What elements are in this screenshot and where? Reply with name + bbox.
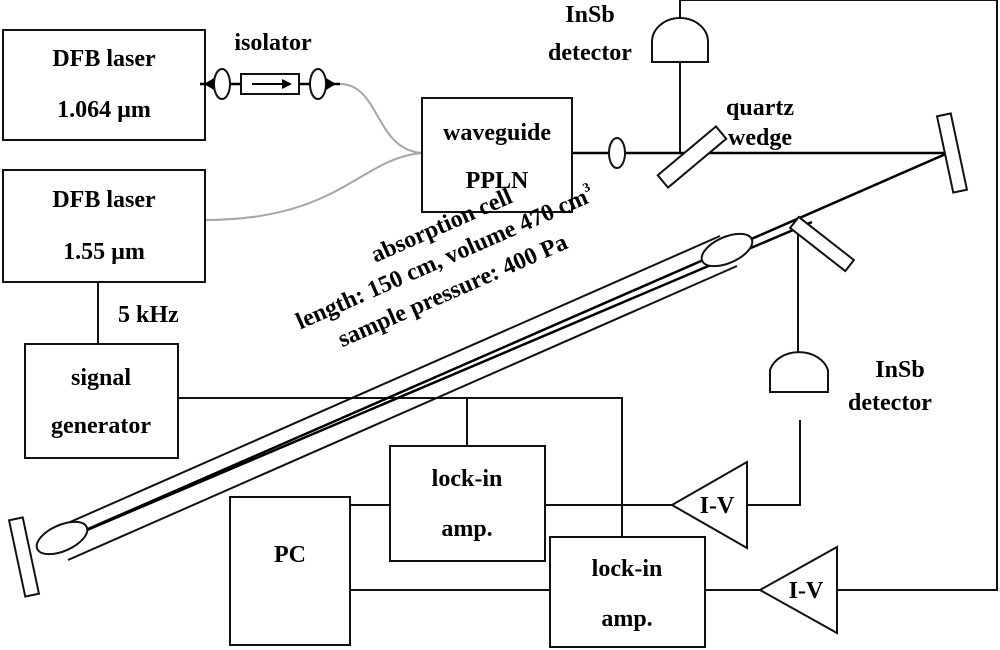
fiber-from-dfb-2: [204, 152, 423, 221]
insb-detector-right: [769, 351, 829, 393]
mirror-left: [7, 516, 41, 598]
lockin-amp-2-box: [549, 536, 706, 648]
quartz-wedge-line1: quartz: [726, 95, 794, 121]
waveguide-line2: PPLN: [466, 168, 529, 194]
isolator-connector-right: [326, 78, 336, 90]
lockin-amp-1-box: [389, 445, 546, 562]
signal-generator-box: [24, 343, 179, 459]
iv-2-label: I-V: [789, 578, 824, 604]
wire-right-detector-to-iv1: [747, 420, 801, 506]
lockin-1-line2: amp.: [441, 516, 492, 542]
pc-label: PC: [274, 542, 306, 568]
cell-window-right: [700, 232, 754, 268]
signal-generator-line2: generator: [51, 413, 151, 439]
beam-cell-pass-2: [39, 220, 813, 552]
isolator-lens-right: [309, 68, 327, 100]
collimating-lens: [608, 137, 626, 169]
waveguide-line1: waveguide: [443, 120, 551, 146]
dfb-laser-1064-line2: 1.064 µm: [57, 97, 151, 123]
dfb-laser-1064-line1: DFB laser: [52, 46, 156, 72]
optical-fibers: [204, 83, 423, 221]
wire-top-detector-to-iv2: [679, 0, 998, 591]
isolator-label: isolator: [234, 30, 312, 56]
isolator-lens-left: [213, 68, 231, 100]
modulation-frequency-label: 5 kHz: [118, 302, 179, 328]
isolator-connector-left: [204, 78, 214, 90]
dfb-laser-155-box: [2, 169, 206, 283]
insb-detector-top: [651, 17, 709, 63]
iv-1-label: I-V: [700, 493, 735, 519]
insb-detector-right-line2: detector: [848, 390, 932, 416]
wire-sg-to-lockin2: [178, 397, 623, 537]
dfb-laser-155-line2: 1.55 µm: [63, 239, 145, 265]
dfb-laser-1064-box: [2, 29, 206, 141]
insb-detector-right-line1: InSb: [875, 357, 924, 383]
wiring: [97, 0, 998, 591]
fiber-from-isolator: [339, 83, 423, 154]
isolator: [200, 68, 340, 100]
signal-generator-line1: signal: [71, 365, 131, 391]
iv-amplifier-1: [669, 460, 748, 550]
absorption-cell: [35, 232, 754, 561]
lockin-2-line2: amp.: [601, 606, 652, 632]
mirror-right: [935, 112, 969, 194]
cell-window-left: [35, 520, 89, 556]
insb-detector-top-line2: detector: [548, 40, 632, 66]
lockin-2-line1: lock-in: [592, 556, 663, 582]
insb-detector-top-line1: InSb: [565, 2, 614, 28]
lockin-1-line1: lock-in: [432, 466, 503, 492]
waveguide-ppln-box: [421, 97, 573, 213]
iv-amplifier-2: [757, 545, 838, 635]
quartz-wedge-line2: wedge: [728, 125, 792, 151]
pc-box: [229, 496, 351, 646]
mirror-lower-right: [788, 215, 856, 273]
dfb-laser-155-line1: DFB laser: [52, 187, 156, 213]
quartz-wedge: [656, 125, 728, 189]
